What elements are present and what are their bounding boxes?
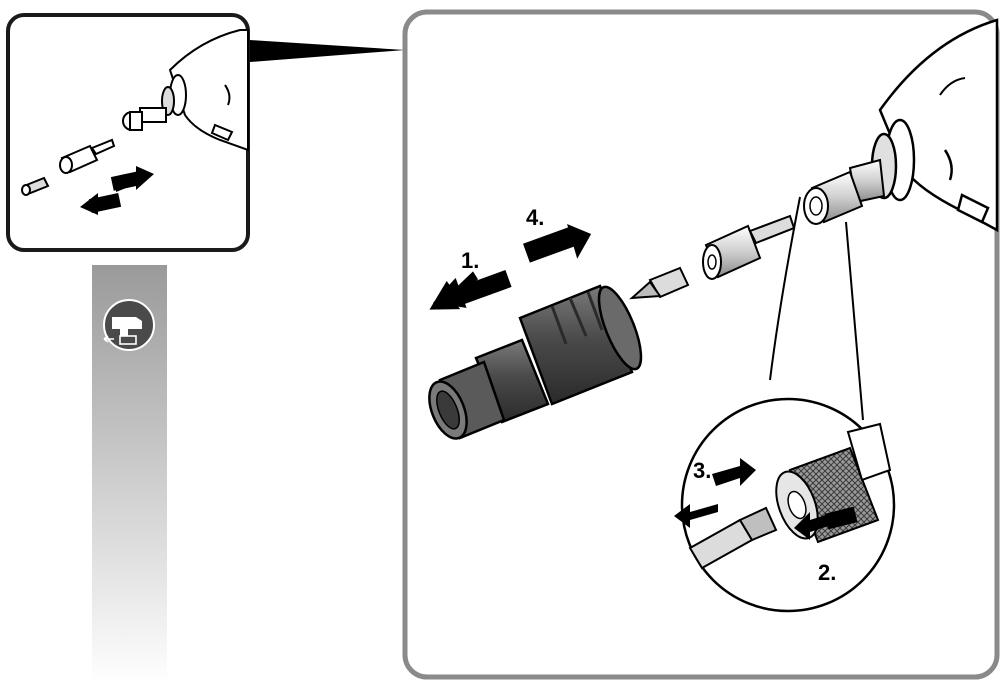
- step-2-label: 2.: [818, 560, 836, 585]
- inset-drill: [122, 29, 249, 152]
- dust-extraction-nozzle: [428, 284, 643, 440]
- step-4-label: 4.: [526, 205, 544, 230]
- detail-callout: [674, 196, 896, 613]
- inset-bit-holder: [21, 138, 116, 196]
- screw-bit: [629, 266, 690, 300]
- inset-frame: [6, 13, 250, 252]
- callout-pointer: [250, 40, 405, 62]
- inset-arrows: [80, 166, 154, 215]
- chuck-sleeve: [803, 170, 864, 225]
- step-3-label: 3.: [693, 458, 711, 483]
- step-1-label: 1.: [461, 248, 479, 273]
- drill-head: [848, 18, 999, 233]
- drill-remove-battery-icon: [103, 299, 155, 351]
- arrow-step-4: [523, 224, 592, 263]
- arrow-step-1: [429, 269, 512, 310]
- bit-holder: [702, 214, 796, 280]
